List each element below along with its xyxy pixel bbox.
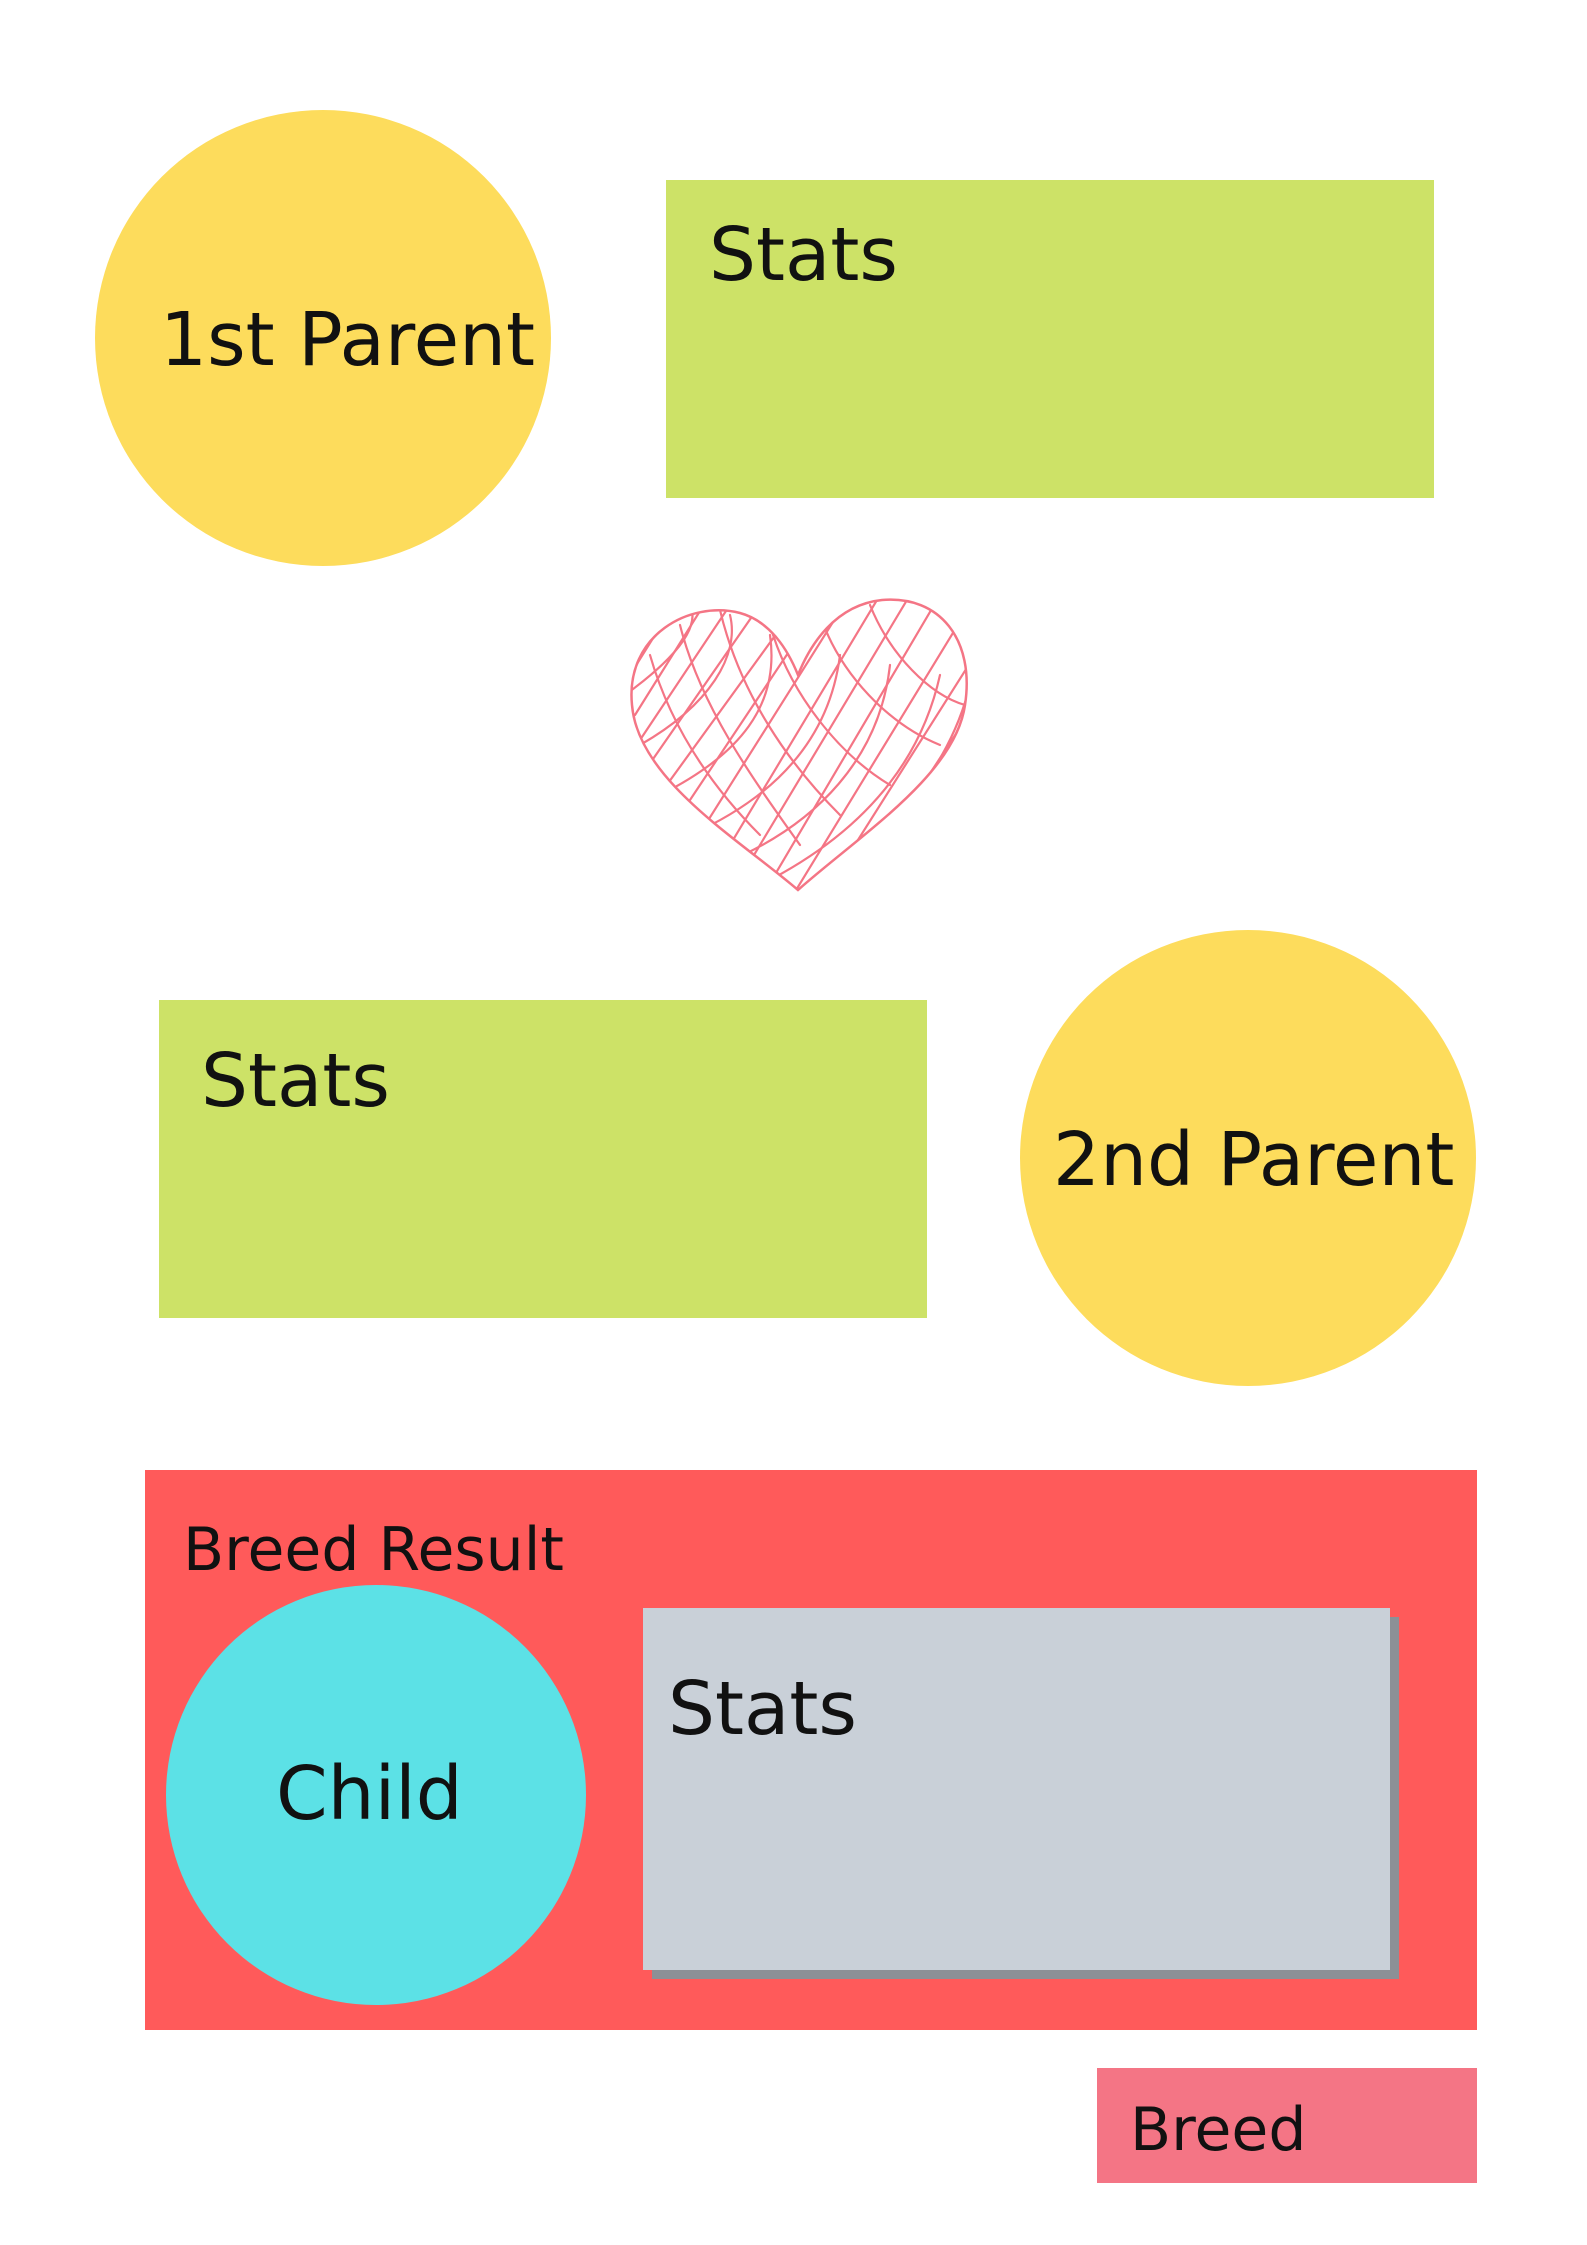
- child-slot: Child: [166, 1585, 586, 2005]
- breed-result-title: Breed Result: [183, 1515, 564, 1585]
- parent2-slot[interactable]: 2nd Parent: [1020, 930, 1476, 1386]
- heart-icon: [630, 598, 968, 892]
- parent1-stats-panel: Stats: [666, 180, 1434, 498]
- breed-button-label: Breed: [1130, 2095, 1307, 2165]
- child-label: Child: [276, 1751, 463, 1837]
- breed-result-panel: Breed Result Child Stats: [145, 1470, 1477, 2030]
- parent1-label: 1st Parent: [160, 297, 536, 383]
- parent1-stats-label: Stats: [709, 212, 898, 298]
- parent2-stats-panel: Stats: [159, 1000, 927, 1318]
- child-stats-panel: Stats: [643, 1608, 1390, 1970]
- parent2-stats-label: Stats: [201, 1038, 390, 1124]
- breed-button[interactable]: Breed: [1097, 2068, 1477, 2183]
- child-stats-label: Stats: [668, 1666, 857, 1752]
- parent2-label: 2nd Parent: [1053, 1117, 1455, 1203]
- parent1-slot[interactable]: 1st Parent: [95, 110, 551, 566]
